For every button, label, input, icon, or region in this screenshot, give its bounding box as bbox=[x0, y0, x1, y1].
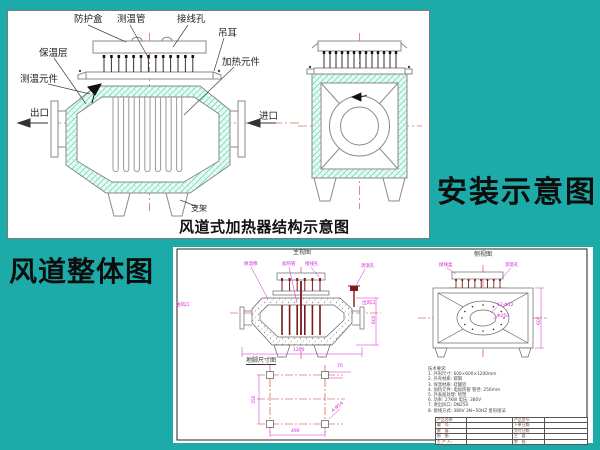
cad-label-heater-tube: 加热管 bbox=[282, 262, 296, 267]
label-temp-sensor: 测温元件 bbox=[20, 74, 59, 85]
foundation-plan bbox=[266, 371, 329, 428]
tb-value bbox=[467, 434, 513, 439]
dimension-lines bbox=[241, 266, 544, 437]
label-lifting-lug: 吊耳 bbox=[218, 28, 238, 39]
tb-label: 下单日期: bbox=[513, 423, 545, 428]
label-inlet: 进口 bbox=[259, 111, 279, 122]
notes-line: 3. 保温材质: 硅酸铝 bbox=[428, 382, 467, 388]
temp-sensor-symbol bbox=[87, 83, 102, 104]
cad-sheet-panel: 主视图 侧视图 地脚尺寸图 保温棉 加热管 接线孔 测温孔 进风口 出风口 接线… bbox=[173, 247, 593, 445]
title-block-row: 编 号: 下单日期: bbox=[436, 422, 587, 428]
cad-main-view bbox=[239, 272, 365, 358]
title-block-row: 生 产 人: 审 核: bbox=[436, 438, 587, 444]
technical-notes: 技术要求: 1. 外形尺寸: 600×600×1200mm 2. 外壳材质: 碳… bbox=[428, 367, 558, 414]
heater-structure-drawing bbox=[16, 24, 422, 217]
title-block-row: 产品名称: 产品型号: bbox=[436, 418, 587, 423]
tb-label: 制 图: bbox=[436, 434, 467, 439]
tb-label: 生 产 人: bbox=[436, 439, 467, 444]
structure-caption: 风道式加热器结构示意图 bbox=[179, 218, 350, 236]
dim-main-length: 1200 bbox=[293, 348, 305, 353]
dim-side-height: 600 bbox=[537, 316, 542, 325]
terminal-pins-side bbox=[322, 51, 398, 102]
cad-label-temp-port: 测温孔 bbox=[361, 264, 375, 269]
cad-label-flange-dia: Φ250 bbox=[497, 314, 510, 319]
notes-line: 1. 外形尺寸: 600×600×1200mm bbox=[428, 372, 497, 378]
tb-label: 编 号: bbox=[436, 423, 467, 428]
cad-label-junction-box: 接线盒 bbox=[439, 263, 453, 268]
tb-value bbox=[545, 440, 587, 444]
notes-line: 8. 接线方式: 380V 3N~50HZ 星形接法 bbox=[428, 408, 506, 414]
view-title-foundation: 地脚尺寸图 bbox=[246, 357, 277, 365]
tb-value bbox=[467, 418, 513, 423]
tb-label: 主 管: bbox=[513, 434, 545, 439]
label-temp-tube: 测温管 bbox=[117, 14, 146, 25]
tb-label: 交付日期: bbox=[513, 428, 545, 434]
structure-diagram-panel: 防护盒 测温管 接线孔 吊耳 保温层 加热元件 测温元件 出口 进口 支架 风道… bbox=[7, 10, 430, 239]
cad-label-junction: 接线孔 bbox=[305, 262, 319, 267]
tb-value bbox=[467, 423, 513, 428]
tb-label: 产品名称: bbox=[436, 418, 467, 423]
tb-value bbox=[467, 428, 513, 434]
cad-label-air-out: 出风口 bbox=[362, 301, 376, 306]
front-view bbox=[50, 36, 246, 217]
label-support: 支架 bbox=[191, 204, 207, 213]
install-schematic-title: 安装示意图 bbox=[437, 175, 597, 210]
cad-sheet-drawing bbox=[176, 248, 588, 441]
label-heating-element: 加热元件 bbox=[222, 57, 261, 68]
label-outlet: 出口 bbox=[30, 108, 50, 119]
notes-title: 技术要求: bbox=[428, 367, 447, 372]
title-block-row: 数 量: 交付日期: bbox=[436, 427, 587, 434]
tb-label: 产品型号: bbox=[513, 418, 545, 423]
tb-label: 审 核: bbox=[513, 439, 545, 444]
cad-label-side-temp: 测温孔 bbox=[505, 263, 519, 268]
cad-side-details bbox=[455, 279, 505, 332]
label-insulation: 保温层 bbox=[39, 48, 68, 59]
dim-found-depth: 350 bbox=[252, 395, 257, 404]
notes-line: 4. 加热元件: 电加热管 管径: 250mm bbox=[428, 387, 500, 393]
title-block: 产品名称: 产品型号: 编 号: 下单日期: 数 量: 交付日期: 制 图: bbox=[435, 417, 588, 445]
dim-found-offset: 70 bbox=[337, 364, 343, 369]
notes-line: 5. 外表面处理: 喷塑 bbox=[428, 393, 467, 399]
label-protective-box: 防护盒 bbox=[74, 14, 103, 25]
label-wiring-hole: 接线孔 bbox=[177, 14, 206, 25]
cad-main-heaters bbox=[281, 278, 360, 335]
tb-label: 数 量: bbox=[436, 428, 467, 434]
cad-side-view bbox=[432, 271, 534, 358]
dim-main-height: 600 bbox=[372, 315, 377, 324]
duct-overall-title: 风道整体图 bbox=[9, 255, 155, 288]
cad-label-bolt-circle: 12-Φ12 bbox=[497, 303, 514, 308]
dim-found-width: 490 bbox=[291, 429, 300, 434]
title-block-row: 制 图: 主 管: bbox=[436, 433, 587, 439]
sheet-frame bbox=[176, 248, 588, 441]
notes-line: 6. 功率: 27KW 电压: 380V bbox=[428, 398, 482, 404]
leader-lines bbox=[47, 24, 235, 208]
view-title-side: 侧视图 bbox=[474, 251, 493, 258]
view-title-main: 主视图 bbox=[293, 249, 312, 256]
notes-line: 2. 外壳材质: 碳钢 bbox=[428, 377, 463, 383]
cad-label-insulation: 保温棉 bbox=[244, 262, 258, 267]
notes-line: 7. 进出风口: DN250 bbox=[428, 403, 469, 409]
tb-value bbox=[467, 439, 513, 444]
flow-arrows bbox=[16, 118, 276, 128]
terminal-pins-front bbox=[102, 55, 195, 72]
cad-label-air-in: 进风口 bbox=[176, 303, 190, 308]
